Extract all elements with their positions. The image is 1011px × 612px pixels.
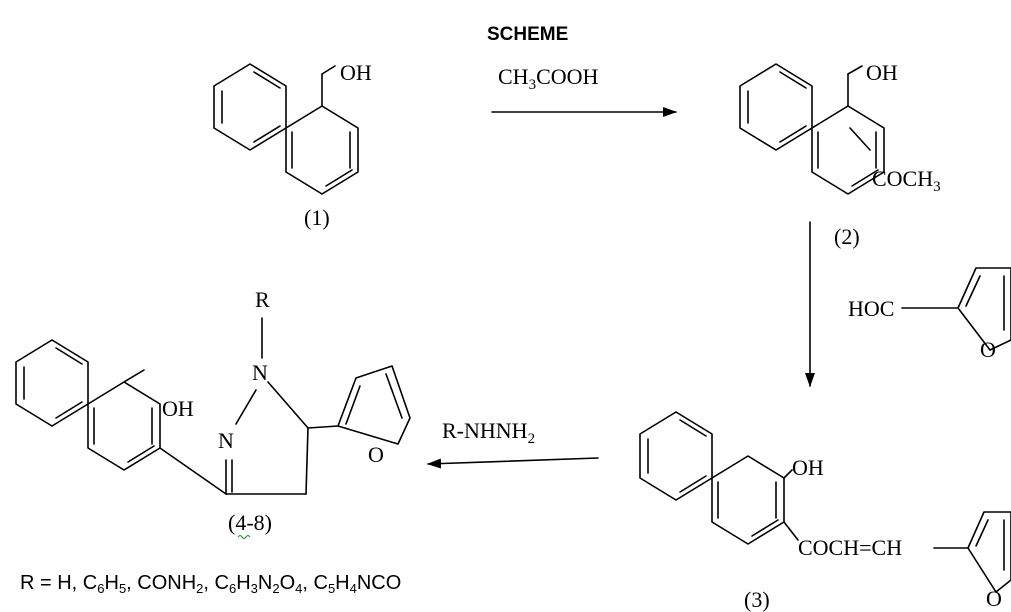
cmp48-num: 4 bbox=[235, 510, 246, 535]
svg-text:CH3COOH: CH3COOH bbox=[498, 64, 599, 93]
reagent-hydrazine: R-NHNH bbox=[442, 418, 528, 443]
chalcone-chain-label: COCH=CH bbox=[798, 535, 902, 560]
coch-sub: 3 bbox=[933, 179, 941, 195]
furan-o-label-1: O bbox=[980, 337, 996, 362]
reagent-ch: CH bbox=[498, 64, 529, 89]
pyrazoline-n2-label: N bbox=[218, 428, 234, 453]
spellcheck-underline bbox=[237, 534, 251, 540]
compound-1-naphthol bbox=[213, 63, 359, 195]
oh-label-4: OH bbox=[162, 396, 194, 421]
oh-label-1: OH bbox=[340, 60, 372, 85]
compound-1-number: (1) bbox=[304, 205, 330, 230]
hoc-label: HOC bbox=[848, 296, 894, 321]
reaction-arrow-3 bbox=[427, 457, 599, 469]
scheme-title: SCHEME bbox=[487, 24, 568, 45]
compound-4-8-pyrazoline bbox=[15, 317, 411, 495]
r-label: R bbox=[255, 287, 270, 312]
furan-o-label-3: O bbox=[368, 442, 384, 467]
compound-2-number: (2) bbox=[834, 224, 860, 249]
furan-o-label-2: O bbox=[986, 586, 1002, 611]
compound-3-chalcone bbox=[639, 411, 1011, 593]
compound-3-number: (3) bbox=[744, 587, 770, 612]
furfural-ring bbox=[901, 267, 1011, 351]
reagent-ch-sub: 3 bbox=[529, 77, 537, 93]
cmp48-rest: -8) bbox=[246, 510, 272, 535]
reagent-hydrazine-sub: 2 bbox=[528, 431, 536, 447]
reagent-cooh: COOH bbox=[536, 64, 598, 89]
svg-text:R-NHNH2: R-NHNH2 bbox=[442, 418, 535, 447]
svg-text:COCH3: COCH3 bbox=[872, 166, 941, 195]
substituent-footnote: R = H, C6H5, CONH2, C6H3N2O4, C5H4NCO bbox=[20, 572, 401, 596]
oh-label-3: OH bbox=[792, 455, 824, 480]
compound-2-acetylnaphthol bbox=[739, 63, 885, 195]
pyrazoline-n1-label: N bbox=[252, 360, 268, 385]
svg-text:(4-8): (4-8) bbox=[228, 510, 272, 535]
coch-label: COCH bbox=[872, 166, 933, 191]
oh-label-2: OH bbox=[866, 60, 898, 85]
cmp48-open: ( bbox=[228, 510, 235, 535]
